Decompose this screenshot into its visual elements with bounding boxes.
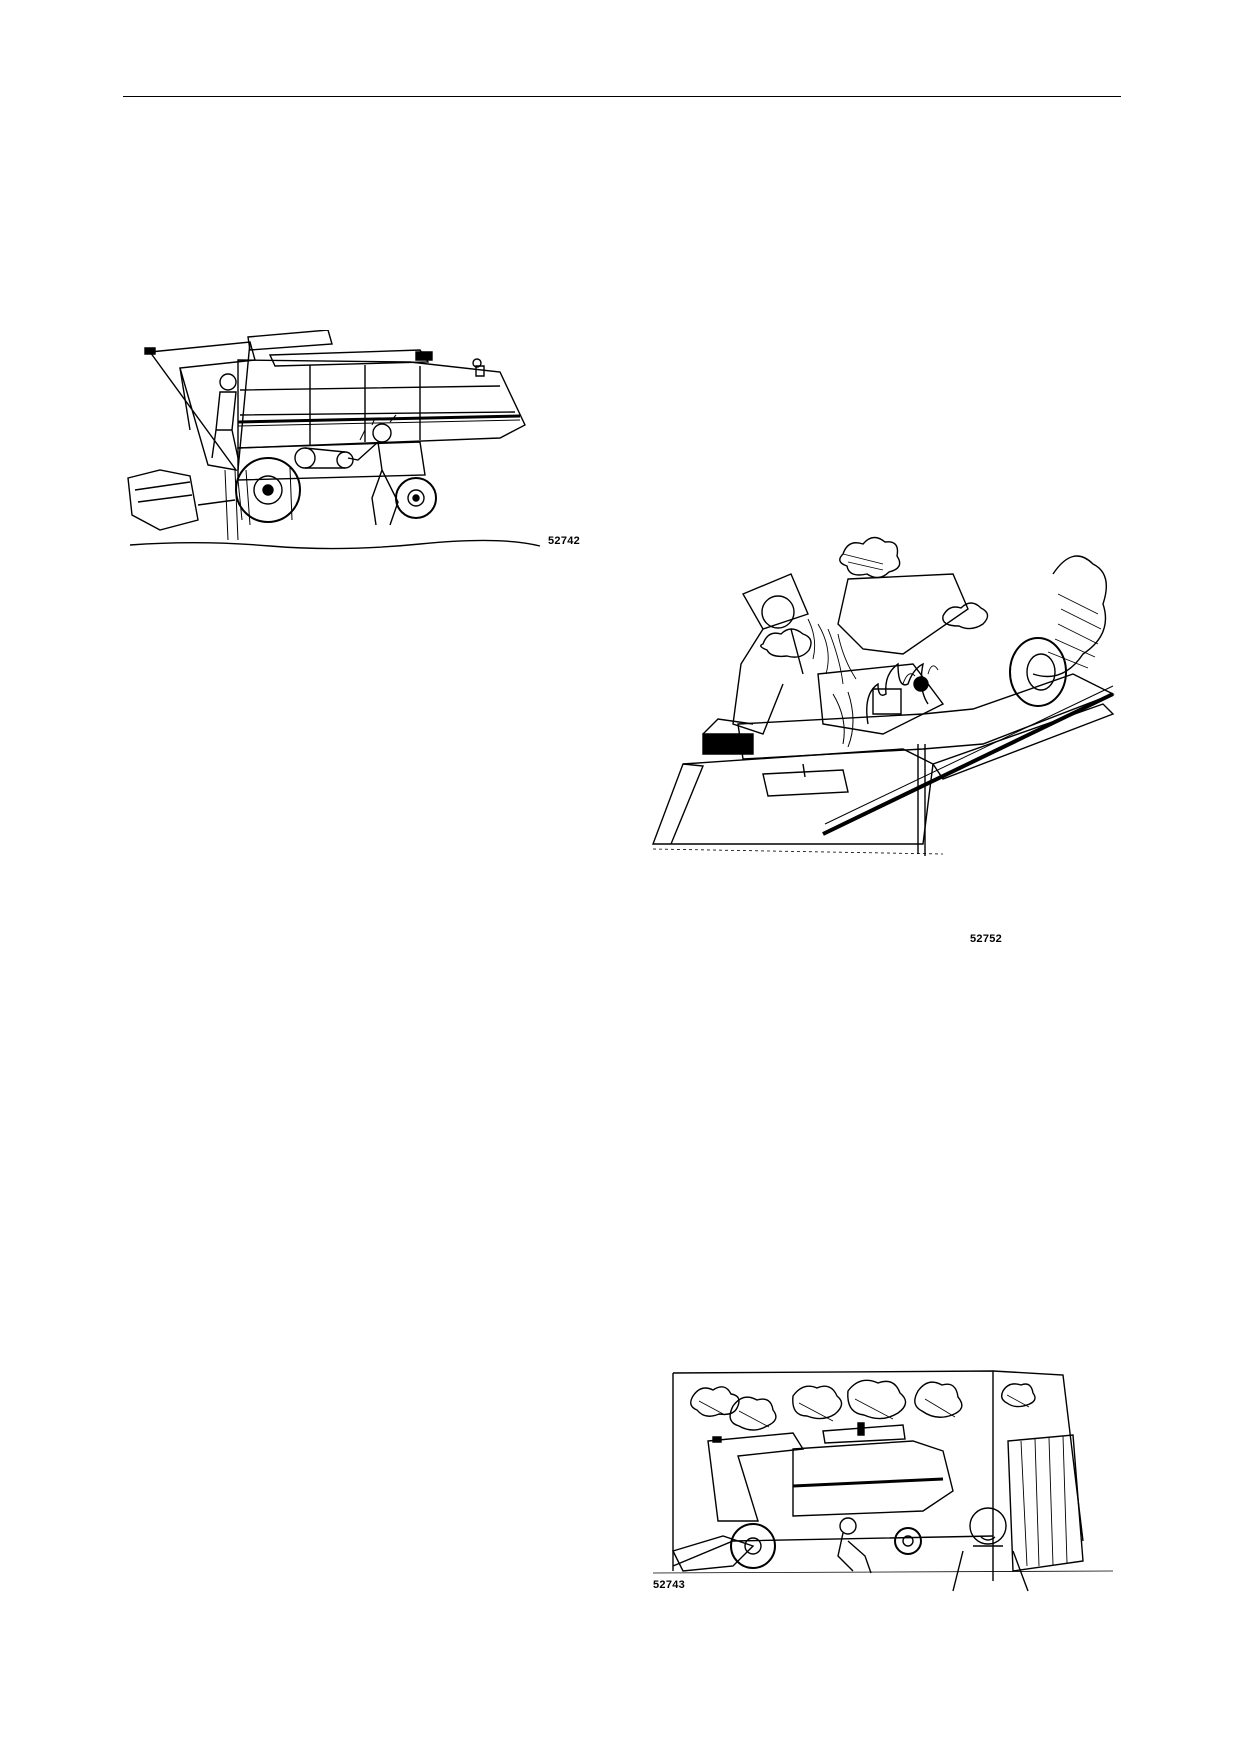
cab-frame — [708, 1433, 803, 1521]
fume-cloud-1 — [691, 1387, 739, 1416]
combine-body — [238, 360, 525, 448]
engine-hood — [838, 574, 968, 654]
man-head — [762, 596, 794, 628]
smoke-plume — [1033, 556, 1106, 677]
pulley-1 — [295, 448, 315, 468]
rear-wheel — [1010, 638, 1066, 706]
engine-block — [818, 664, 943, 734]
header-cutter — [128, 470, 198, 530]
figure-number: 52743 — [653, 1579, 686, 1591]
flames — [867, 664, 928, 724]
rear-wheel — [895, 1528, 921, 1554]
exhaust-fumes-illustration — [643, 1361, 1121, 1600]
header-rule — [123, 96, 1121, 97]
operator-head — [220, 374, 236, 390]
shed-door — [1008, 1435, 1083, 1571]
figure-combine-entanglement: 52742 — [120, 330, 596, 562]
beacon-left — [145, 348, 155, 354]
extinguisher — [743, 574, 808, 629]
combine-harvester-illustration — [120, 330, 596, 562]
combine-body — [793, 1441, 953, 1516]
figure-engine-fire: 52752 — [643, 534, 1120, 957]
pulley-2 — [337, 452, 353, 468]
grain-tank — [248, 330, 332, 350]
worried-man-head — [970, 1508, 1006, 1544]
hatch — [763, 770, 848, 796]
figure-number: 52752 — [970, 933, 1003, 945]
figure-exhaust-fumes: 52743 — [643, 1361, 1121, 1600]
body-stripe — [238, 416, 520, 422]
fume-cloud-3 — [793, 1386, 842, 1418]
engine-fire-illustration — [643, 534, 1120, 957]
front-wheel — [731, 1524, 775, 1568]
exhaust-box — [703, 734, 753, 754]
header-cutter — [673, 1536, 753, 1571]
fume-cloud-6 — [1002, 1384, 1035, 1407]
smoke-cloud-3 — [943, 603, 988, 629]
water-spray — [808, 619, 856, 684]
smoke-cloud-1 — [840, 537, 900, 577]
crouching-man-head — [840, 1518, 856, 1534]
fume-cloud-5 — [915, 1382, 962, 1417]
figure-number: 52742 — [548, 535, 581, 547]
lower-hood — [653, 749, 933, 844]
body-stripe — [823, 694, 1113, 834]
fume-cloud-4 — [848, 1380, 906, 1418]
victim-head — [373, 424, 391, 442]
ground-line — [130, 540, 540, 548]
smoke-cloud-2 — [761, 629, 811, 657]
shed-wall — [673, 1371, 993, 1581]
fume-cloud-2 — [730, 1397, 776, 1430]
